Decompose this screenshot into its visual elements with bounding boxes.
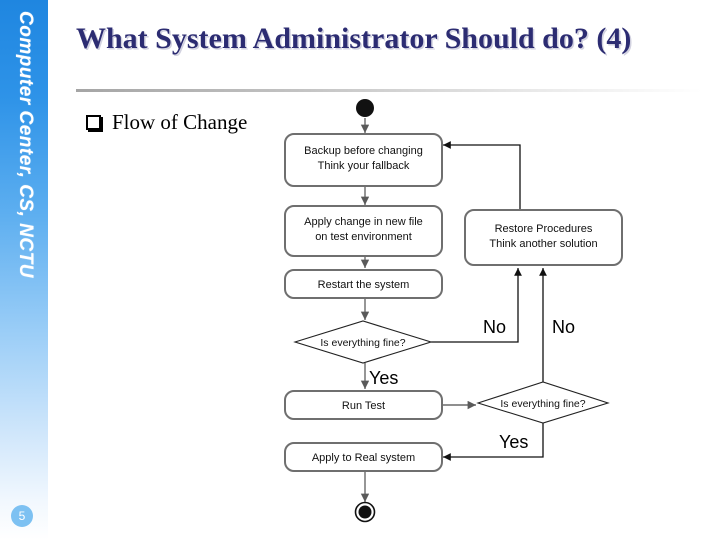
edge-decision1-no-to-restore [431, 268, 522, 343]
edge-restore-to-backup [443, 141, 521, 210]
edge-label-no-2: No [552, 317, 575, 337]
sidebar-vertical-label: Computer Center, CS, NCTU [15, 11, 36, 278]
node-backup-line-1: Backup before changing [304, 145, 423, 157]
edge-decision2-yes-to-apply-real [443, 423, 544, 461]
node-backup: Backup before changing Think your fallba… [284, 133, 443, 187]
title-divider [76, 89, 702, 92]
node-run-test: Run Test [284, 390, 443, 420]
node-apply-test: Apply change in new file on test environ… [284, 205, 443, 257]
page-title: What System Administrator Should do? (4) [76, 22, 632, 55]
node-apply-real: Apply to Real system [284, 442, 443, 472]
node-restart: Restart the system [284, 269, 443, 299]
node-restore: Restore Procedures Think another solutio… [464, 209, 623, 266]
node-decision1: Is everything fine? [293, 320, 433, 364]
node-restart-label: Restart the system [318, 279, 410, 291]
node-decision1-label: Is everything fine? [320, 337, 405, 349]
node-backup-line-2: Think your fallback [318, 160, 410, 172]
bullet-item: Flow of Change [86, 110, 247, 135]
edge-label-no-1: No [483, 317, 506, 337]
page-number-badge: 5 [11, 505, 33, 527]
connector-group-black [431, 141, 547, 461]
edge-label-yes-1: Yes [369, 368, 398, 388]
node-decision2-label: Is everything fine? [500, 398, 585, 410]
node-apply-real-label: Apply to Real system [312, 452, 415, 464]
end-node [358, 505, 372, 519]
node-apply-test-line-2: on test environment [315, 231, 412, 243]
hollow-square-bullet-icon [86, 115, 101, 130]
bullet-item-label: Flow of Change [112, 110, 248, 134]
end-node-ring [354, 501, 376, 523]
connector-group [360, 118, 476, 502]
node-restore-line-1: Restore Procedures [495, 223, 593, 235]
start-node [356, 99, 374, 117]
node-apply-test-line-1: Apply change in new file [304, 216, 423, 228]
node-decision2: Is everything fine? [476, 381, 610, 424]
sidebar-band: Computer Center, CS, NCTU 5 [0, 0, 48, 540]
node-restore-line-2: Think another solution [489, 238, 597, 250]
edge-label-yes-2: Yes [499, 432, 528, 452]
node-run-test-label: Run Test [342, 400, 385, 412]
